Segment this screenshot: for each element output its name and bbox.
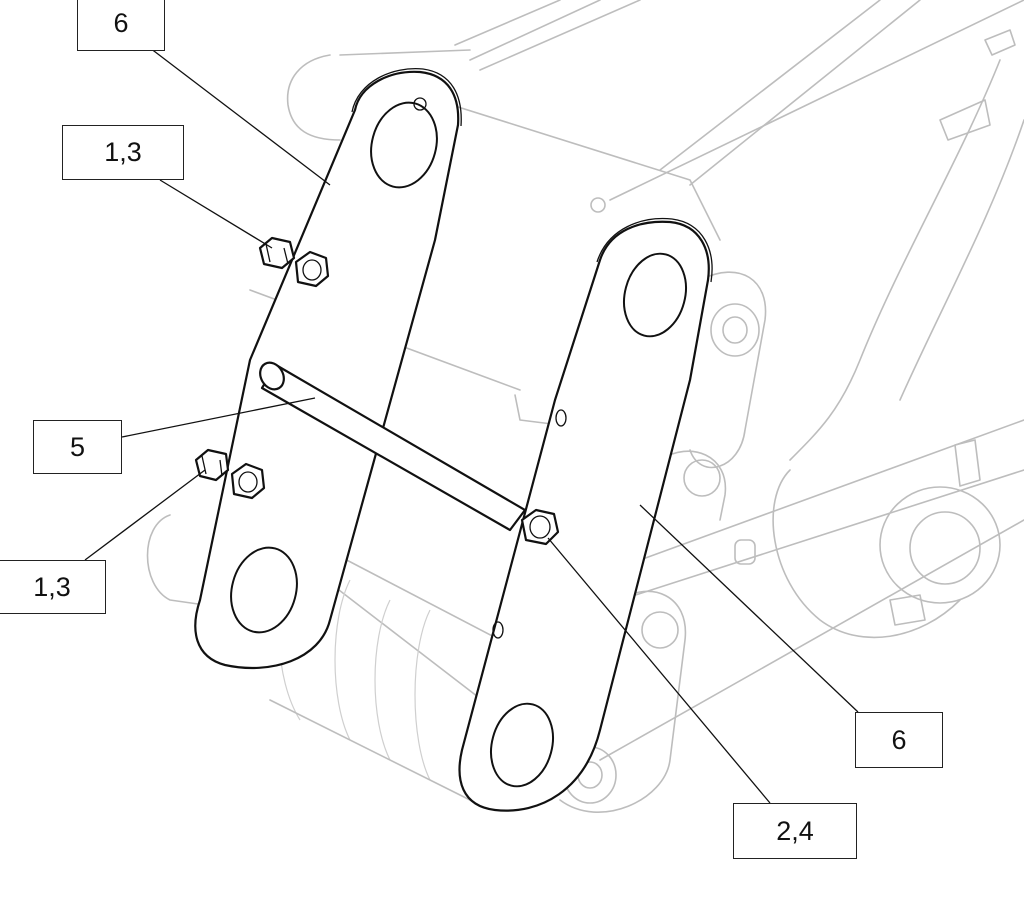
- hex-nut-rod-end: [520, 508, 560, 546]
- leader-lines: [84, 47, 859, 804]
- callout-part-1-3-upper: 1,3: [62, 125, 184, 180]
- callout-part-2-4: 2,4: [733, 803, 857, 859]
- link-plate-right: [458, 217, 713, 812]
- leader-5: [121, 397, 316, 438]
- callout-part-6-lower: 6: [855, 712, 943, 768]
- link-plate-left: [194, 68, 462, 670]
- callout-part-6-top: 6: [77, 0, 165, 51]
- callout-part-5: 5: [33, 420, 122, 474]
- leader-6-lower: [639, 504, 859, 713]
- leader-6-top: [149, 47, 331, 186]
- plate-hole-lower-right: [490, 702, 554, 788]
- hex-nut-upper-a: [258, 236, 296, 270]
- leader-2-4: [547, 537, 771, 804]
- plate-hole-upper-right: [623, 252, 687, 338]
- hex-nut-upper-b: [294, 250, 330, 288]
- callout-part-1-3-lower: 1,3: [0, 560, 106, 614]
- hex-nut-lower-b: [230, 462, 266, 500]
- leader-1-3-upper: [159, 179, 273, 249]
- plate-hole-upper-left: [370, 101, 438, 189]
- plate-hole-lower-left: [230, 546, 298, 634]
- hex-nut-lower-a: [194, 448, 230, 482]
- leader-1-3-lower: [84, 469, 206, 561]
- spacer-rod: [259, 361, 527, 532]
